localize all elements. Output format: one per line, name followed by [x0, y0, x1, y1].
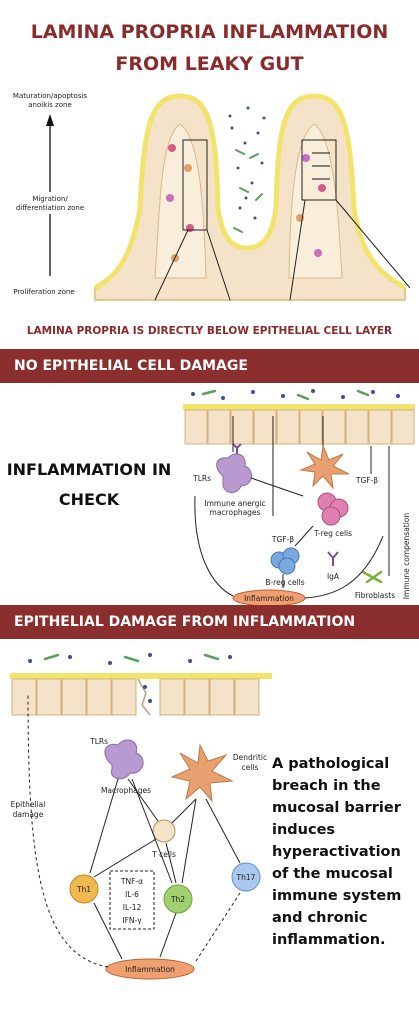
tight-junction-arrows [312, 152, 330, 180]
desc-line-8: inflammation. [272, 932, 386, 948]
section1-dendritic-shape [299, 444, 350, 490]
section2-description: A pathological breach in the mucosal bar… [272, 753, 417, 951]
desc-line-7: and chronic [272, 910, 368, 926]
zone-arrowhead [46, 114, 54, 126]
lamina-note: LAMINA PROPRIA IS DIRECTLY BELOW EPITHEL… [26, 325, 393, 337]
section2-epithelium [11, 678, 260, 716]
section1-tgf-mid: TGF-β [271, 535, 294, 544]
section1-bacteria [191, 389, 400, 400]
section2-breach [137, 678, 151, 716]
section2-th2-circle [163, 884, 193, 914]
section2-th17-circle [231, 862, 261, 892]
section2-tlrs-label: TLRs [89, 737, 108, 746]
section2-dendritic-label-1: Dendritic [233, 753, 267, 762]
section1-tlrs-label: TLRs [192, 474, 211, 483]
section1-epithelium [184, 409, 415, 445]
section2-tcell-circle [152, 819, 176, 843]
villus-brush-border [93, 93, 407, 291]
left-detail-box [182, 139, 208, 231]
crypt-illustration: Maturation/apoptosis anoikis zone Migrat… [8, 92, 411, 301]
section2-bacteria [28, 653, 232, 703]
section1-treg-cells [317, 492, 349, 526]
right-detail-box [301, 139, 337, 201]
section2-th1-label: Th1 [76, 885, 91, 894]
zone-top-label-1: Maturation/apoptosis [13, 92, 88, 100]
section2-dendritic-label-2: cells [242, 763, 259, 772]
section1-iga-label: IgA [327, 572, 340, 581]
section1-breg-cells [270, 547, 300, 575]
zone-mid-label-1: Migration/ [32, 195, 68, 203]
desc-line-2: mucosal barrier [272, 800, 401, 816]
section1-side-line2: CHECK [58, 490, 120, 509]
zone-mid-label-2: differentiation zone [16, 204, 84, 212]
section1-tgf-top: TGF-β [355, 476, 378, 485]
section2-epi-label-1: Epithelial [11, 800, 46, 809]
section2-heading: EPITHELIAL DAMAGE FROM INFLAMMATION [0, 605, 419, 639]
desc-line-1: breach in the [272, 778, 381, 794]
section2-diagram: TLRs Macrophages Dendritic cells Epithel… [10, 653, 272, 980]
section1-macro-label-1: Immune anergic [204, 499, 265, 508]
section1-heading: NO EPITHELIAL CELL DAMAGE [0, 349, 419, 383]
section2-epi-label-2: damage [13, 810, 44, 819]
desc-line-4: hyperactivation [272, 844, 401, 860]
section2-th17-label: Th17 [236, 873, 256, 882]
section1-breg-label: B-reg cells [265, 578, 304, 587]
lamina-propria-left [154, 123, 207, 279]
section2-dendritic-shape [170, 743, 234, 803]
section2-tcells-label: T cells [151, 850, 176, 859]
section2-cytokine-3: IFN-γ [122, 916, 142, 925]
section2-inflammation-ellipse [105, 958, 195, 980]
section2-cytokine-2: IL-12 [123, 903, 142, 912]
section2-macrophages-label: Macrophages [101, 786, 151, 795]
desc-line-3: induces [272, 822, 336, 838]
section2-cytokine-box [109, 870, 155, 930]
section1-compensation-label: Immune compensation [402, 513, 411, 600]
section1-diagram: TLRs Immune anergic macrophages T-reg ce… [183, 389, 415, 607]
zone-bottom-label: Proliferation zone [13, 288, 74, 296]
section1-macro-label-2: macrophages [210, 508, 261, 517]
section1-inflammation-label: Inflammation [244, 594, 294, 603]
lumen-bacteria [228, 106, 266, 220]
section1-fibroblasts-label: Fibroblasts [355, 591, 395, 600]
section1-macrophage-shape [216, 453, 252, 493]
desc-line-0: A pathological [272, 756, 390, 772]
section2-macrophage-shape [104, 739, 144, 780]
section2-th2-label: Th2 [170, 895, 185, 904]
section1-treg-label: T-reg cells [313, 529, 352, 538]
lumen-rods [233, 149, 263, 233]
desc-line-6: immune system [272, 888, 402, 904]
section2-th1-circle [69, 874, 99, 904]
section2-inflammation-label: Inflammation [125, 965, 175, 974]
desc-line-5: of the mucosal [272, 866, 393, 882]
zone-top-label-2: anoikis zone [28, 101, 72, 109]
section2-cytokine-1: IL-6 [125, 890, 139, 899]
section2-cytokine-0: TNF-α [120, 877, 143, 886]
section1-side-line1: INFLAMMATION IN [6, 460, 172, 479]
page-title-line1: LAMINA PROPRIA INFLAMMATION [30, 21, 389, 43]
page-title-line2: FROM LEAKY GUT [115, 53, 304, 75]
